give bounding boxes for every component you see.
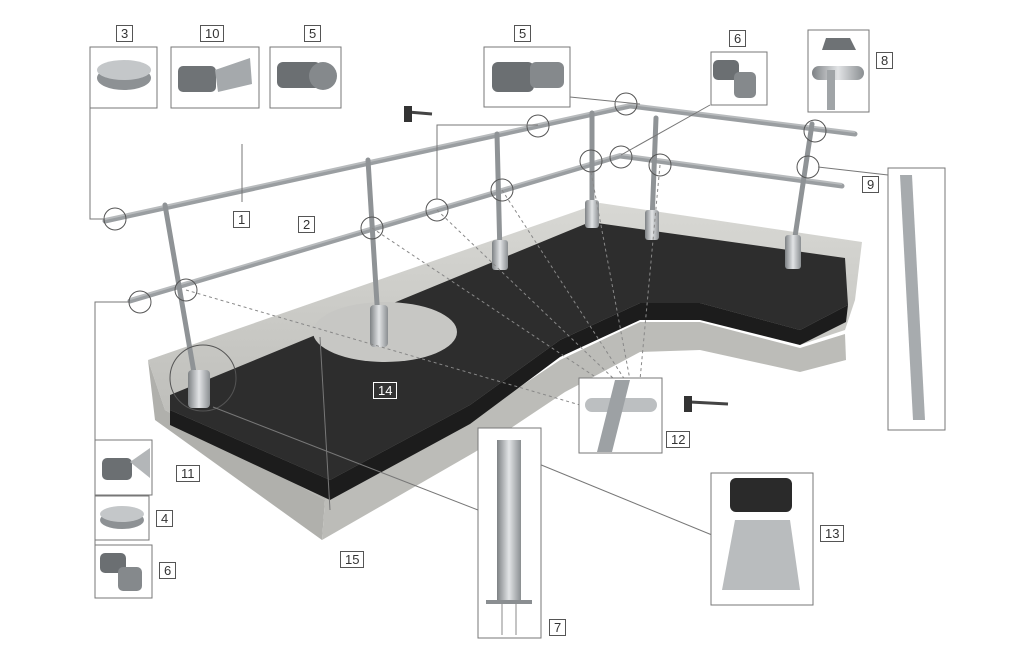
label-end-cap-large: 3 xyxy=(116,25,134,42)
label-counterweight-base: 13 xyxy=(820,525,845,542)
label-top-rail: 1 xyxy=(233,211,251,228)
label-tee-connector-top: 6 xyxy=(729,30,747,47)
label-tee-connector-bottom: 6 xyxy=(159,562,177,579)
label-post-profile: 9 xyxy=(862,176,880,193)
post-bases xyxy=(188,200,801,408)
part-illustrations xyxy=(97,38,925,635)
label-roof-surface: 14 xyxy=(373,382,398,399)
label-toe-clip: 8 xyxy=(876,52,894,69)
label-screw-joint: 12 xyxy=(666,431,691,448)
label-end-bracket: 11 xyxy=(176,465,200,482)
label-wall-bracket: 10 xyxy=(200,25,225,42)
label-mid-rail: 2 xyxy=(298,216,316,233)
top-rail xyxy=(102,103,858,224)
mid-rail xyxy=(127,153,845,304)
label-elbow-connector-detail: 5 xyxy=(514,25,532,42)
label-end-cap-small: 4 xyxy=(156,510,174,527)
posts xyxy=(162,110,815,393)
label-concrete-slab: 15 xyxy=(340,551,365,568)
label-base-post: 7 xyxy=(549,619,567,636)
label-elbow-connector-top: 5 xyxy=(304,25,322,42)
